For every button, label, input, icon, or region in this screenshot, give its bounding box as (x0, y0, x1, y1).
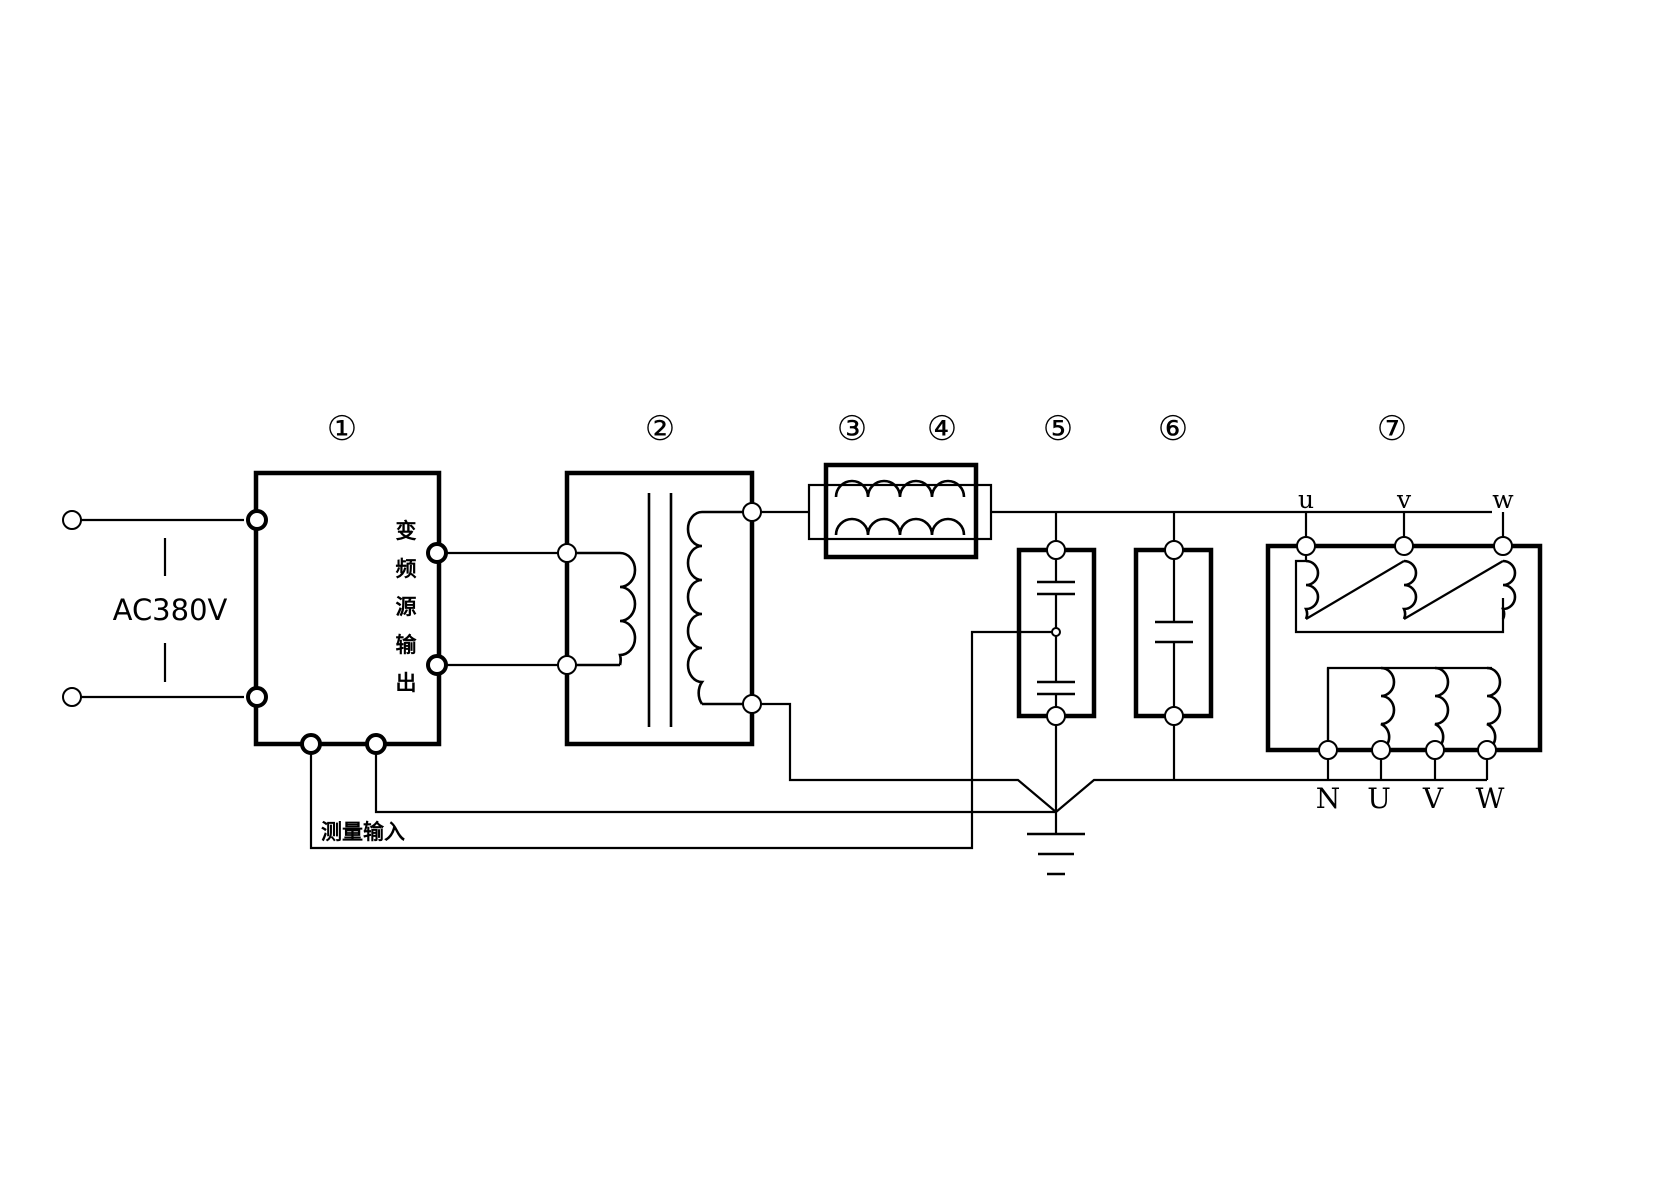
compensation-reactors (807, 462, 993, 560)
compensation-capacitor (1133, 512, 1214, 726)
terminal-w: w (1492, 485, 1514, 514)
frequency-source-box: 变 频 源 输 出 (246, 470, 448, 755)
terminal-v: v (1396, 485, 1412, 514)
source-output-char-3: 源 (396, 595, 417, 619)
source-output-char-5: 出 (396, 671, 417, 695)
label-5: ⑤ (1043, 409, 1073, 449)
label-7: ⑦ (1377, 409, 1407, 449)
transformer-under-test: u v w N U V W (1265, 485, 1543, 815)
ac-supply: AC380V (62, 510, 244, 707)
ground-wiring: 测量输入 (309, 630, 1487, 876)
source-output-char-2: 频 (396, 557, 417, 581)
source-output-char-4: 输 (396, 633, 418, 657)
source-output-char-1: 变 (396, 519, 417, 543)
label-3: ③ (837, 409, 867, 449)
measure-input-label: 测量输入 (321, 820, 405, 844)
terminal-W: W (1476, 782, 1505, 815)
terminal-V: V (1422, 782, 1444, 815)
capacitive-divider (1016, 512, 1097, 726)
terminal-N: N (1316, 782, 1341, 815)
excitation-transformer (557, 470, 762, 747)
terminal-u: u (1298, 485, 1314, 514)
supply-voltage-label: AC380V (113, 593, 228, 627)
terminal-U: U (1367, 782, 1391, 815)
label-6: ⑥ (1158, 409, 1188, 449)
label-1: ① (327, 409, 357, 449)
label-4: ④ (927, 409, 957, 449)
label-2: ② (645, 409, 675, 449)
